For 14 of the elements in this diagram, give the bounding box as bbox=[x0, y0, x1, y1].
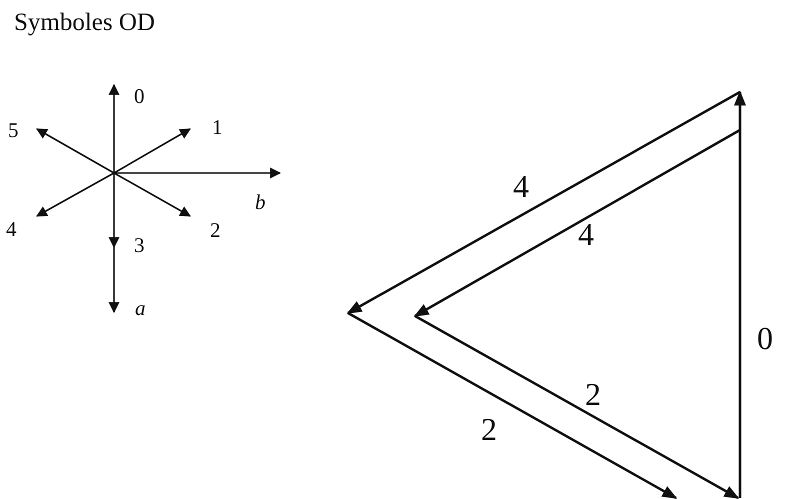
vector-number: 0 bbox=[757, 322, 773, 354]
direction-number: 1 bbox=[212, 117, 222, 138]
vector-number: 2 bbox=[585, 378, 601, 410]
axis-label: a bbox=[135, 298, 146, 319]
direction-number: 5 bbox=[8, 120, 18, 141]
direction-number: 2 bbox=[210, 220, 220, 241]
direction-number: 4 bbox=[6, 219, 16, 240]
vector-number: 2 bbox=[481, 413, 497, 445]
axis-label: b bbox=[255, 192, 266, 213]
direction-number: 3 bbox=[134, 235, 144, 256]
vector-number: 4 bbox=[513, 170, 529, 202]
vector-number: 4 bbox=[578, 218, 594, 250]
title: Symboles OD bbox=[14, 10, 155, 35]
direction-number: 0 bbox=[134, 86, 144, 107]
